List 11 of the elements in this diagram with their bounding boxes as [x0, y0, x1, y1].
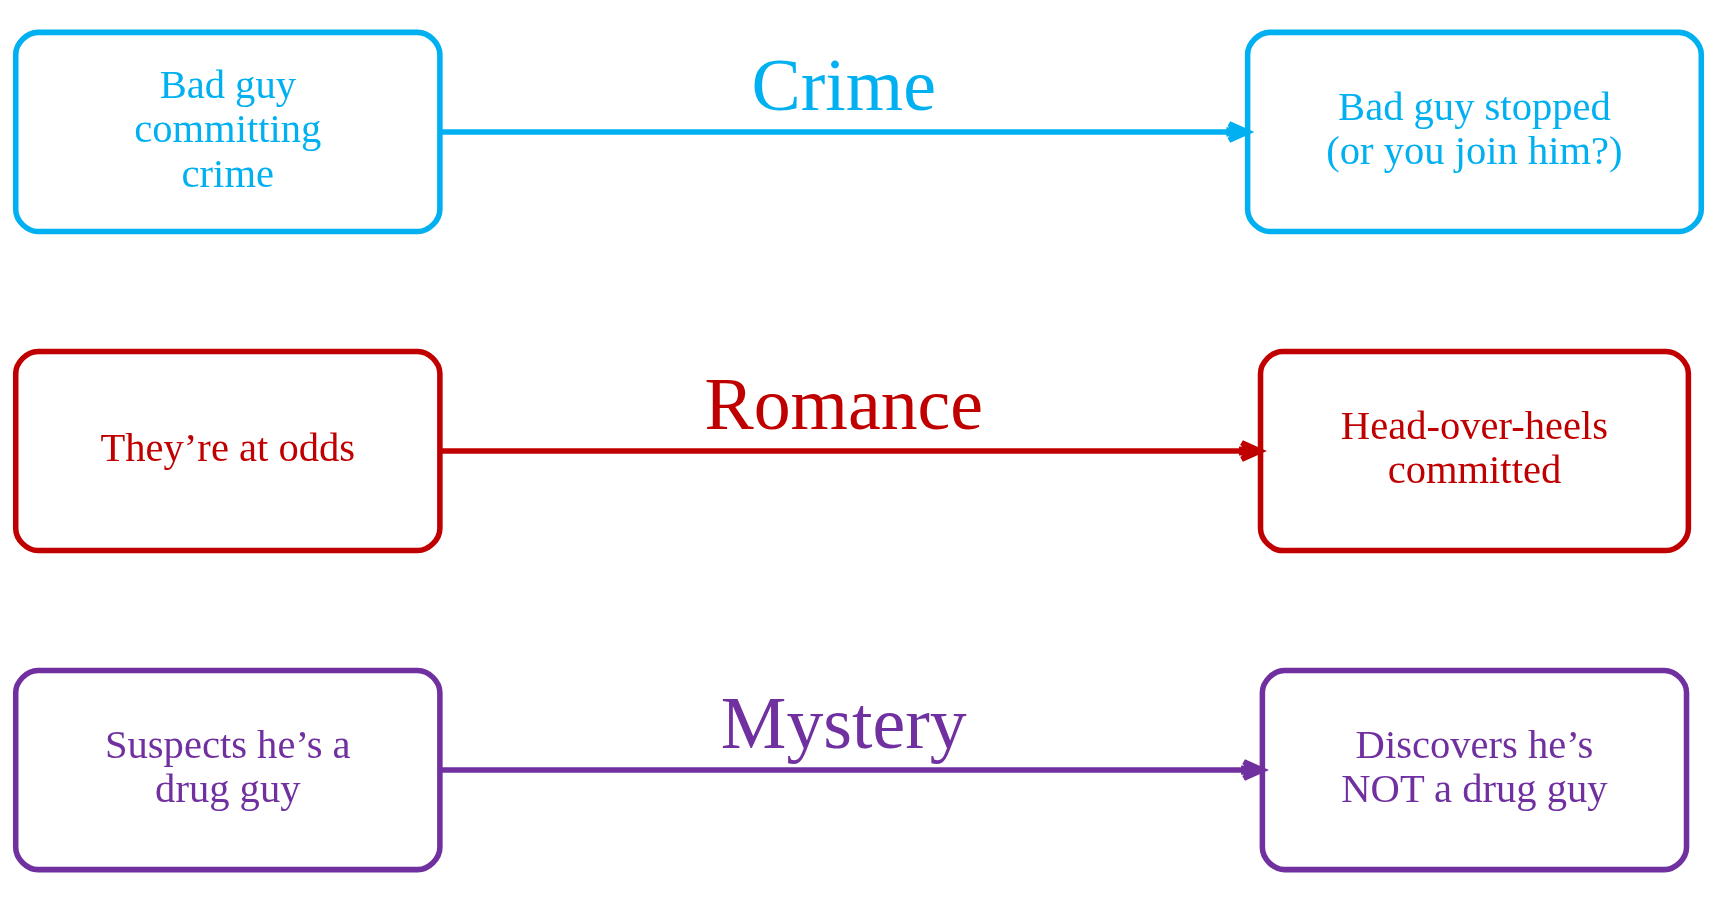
- arrow: [440, 758, 1266, 782]
- edge-label: Romance: [704, 362, 983, 445]
- node-box: Head-over-heels committed: [1257, 348, 1692, 554]
- node-box: Suspects he’s a drug guy: [12, 667, 443, 873]
- edge-label: Crime: [751, 43, 936, 126]
- node-box: They’re at odds: [12, 348, 443, 554]
- node-box: Bad guy stopped (or you join him?): [1244, 29, 1705, 235]
- edge-label: Mystery: [720, 681, 967, 764]
- node-box: Bad guy committing crime: [12, 29, 443, 235]
- node-box: Discovers he’s NOT a drug guy: [1259, 667, 1690, 873]
- arrow: [440, 120, 1251, 144]
